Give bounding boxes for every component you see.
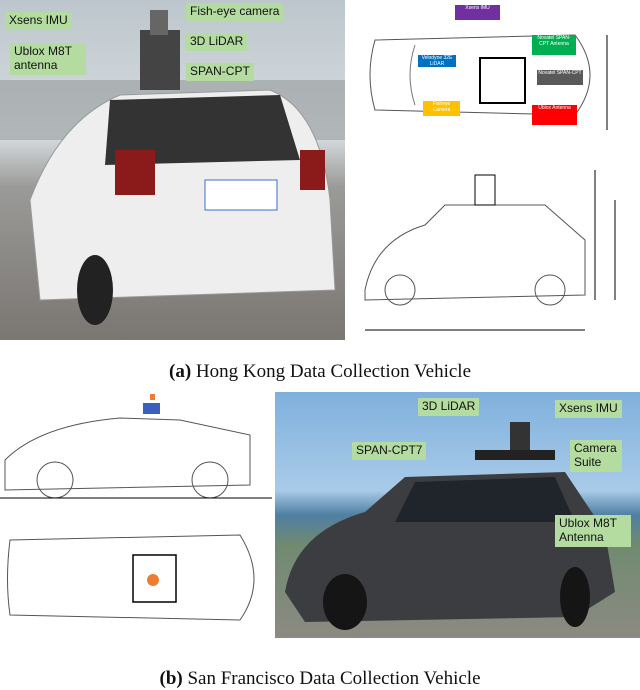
diagram-label-ublox: Ublox Antenna [532, 105, 577, 125]
diagram-label-span-antenna: Novatel SPAN-CPT Antenna [532, 35, 576, 55]
photo-label-camera-suite: Camera Suite [570, 440, 622, 472]
diagram-label-velodyne: Velodyne 32E LiDAR [418, 55, 456, 67]
sf-car-schematic [0, 394, 272, 621]
photo-label-ublox-antenna: Ublox M8T Antenna [555, 515, 631, 547]
caption-a: (a) Hong Kong Data Collection Vehicle [169, 361, 471, 382]
photo-label-span-cpt7: SPAN-CPT7 [352, 442, 427, 460]
photo-label-3d-lidar: 3D LiDAR [186, 33, 248, 51]
photo-label-3d-lidar: 3D LiDAR [418, 398, 480, 416]
sf-car-illustration [285, 422, 615, 630]
photo-label-span-cpt: SPAN-CPT [186, 63, 254, 81]
photo-label-xsens-imu: Xsens IMU [5, 12, 72, 30]
photo-label-fisheye-camera: Fish-eye camera [186, 3, 284, 21]
photo-label-ublox-antenna: Ublox M8T antenna [10, 43, 86, 75]
hk-vehicle-photo [0, 0, 345, 340]
diagram-label-xsens-imu: Xsens IMU [455, 5, 500, 20]
hk-vehicle-diagram: Xsens IMU Velodyne 32E LiDAR Novatel SPA… [345, 0, 640, 345]
caption-b: (b) San Francisco Data Collection Vehicl… [159, 668, 481, 689]
sf-vehicle-diagram [0, 390, 272, 640]
hk-car-illustration [0, 10, 345, 325]
sf-vehicle-photo [275, 392, 640, 638]
diagram-label-span-cpt: Novatel SPAN-CPT [537, 70, 583, 85]
photo-label-xsens-imu: Xsens IMU [555, 400, 622, 418]
diagram-label-fisheye: Fisheye Camera [423, 101, 460, 116]
hk-car-schematic [364, 34, 616, 331]
